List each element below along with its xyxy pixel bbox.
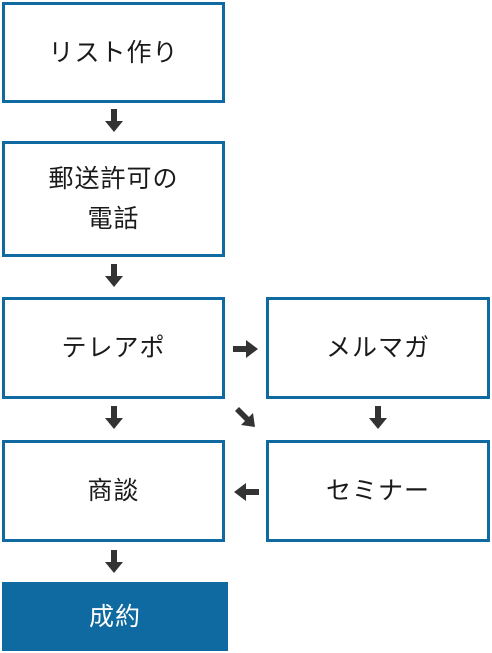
arrow-right-icon	[233, 340, 258, 358]
step-list-making: リスト作り	[2, 2, 225, 103]
step-mailmag: メルマガ	[266, 297, 490, 399]
step-seminar-label: セミナー	[325, 476, 430, 505]
step-phone-permission-text: 郵送許可の 電話	[48, 159, 178, 239]
arrow-down-icon	[105, 550, 123, 573]
step-contract-label: 成約	[88, 601, 141, 631]
step-negotiation-label: 商談	[87, 476, 140, 505]
step-seminar: セミナー	[266, 440, 490, 542]
arrow-down-icon	[105, 406, 123, 429]
arrow-left-icon	[234, 483, 259, 501]
arrow-down-icon	[369, 406, 387, 429]
step-phone-permission-label-line2: 電話	[87, 204, 140, 233]
step-list-making-label: リスト作り	[48, 37, 179, 67]
step-teleapo: テレアポ	[2, 297, 225, 399]
step-contract: 成約	[2, 582, 228, 651]
step-teleapo-label: テレアポ	[61, 333, 166, 362]
step-mailmag-label: メルマガ	[325, 333, 430, 362]
arrow-diagonal-icon	[235, 407, 255, 427]
step-phone-permission-label-line1: 郵送許可の	[48, 164, 179, 193]
step-phone-permission: 郵送許可の 電話	[2, 141, 225, 257]
arrow-down-icon	[105, 264, 123, 287]
arrow-down-icon	[105, 109, 123, 132]
step-negotiation: 商談	[2, 440, 225, 542]
